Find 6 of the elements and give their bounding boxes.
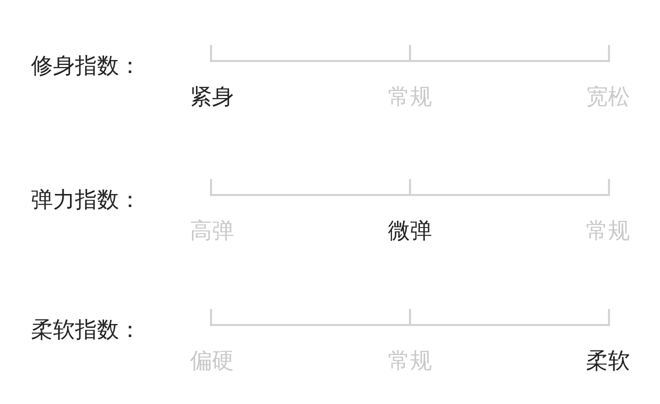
index-label: 柔软指数： [31, 318, 141, 344]
index-label: 弹力指数： [31, 188, 141, 214]
option-label: 微弹 [388, 219, 432, 245]
option-label: 柔软 [586, 349, 630, 375]
index-label: 修身指数： [31, 54, 141, 80]
option-label: 紧身 [190, 85, 234, 111]
